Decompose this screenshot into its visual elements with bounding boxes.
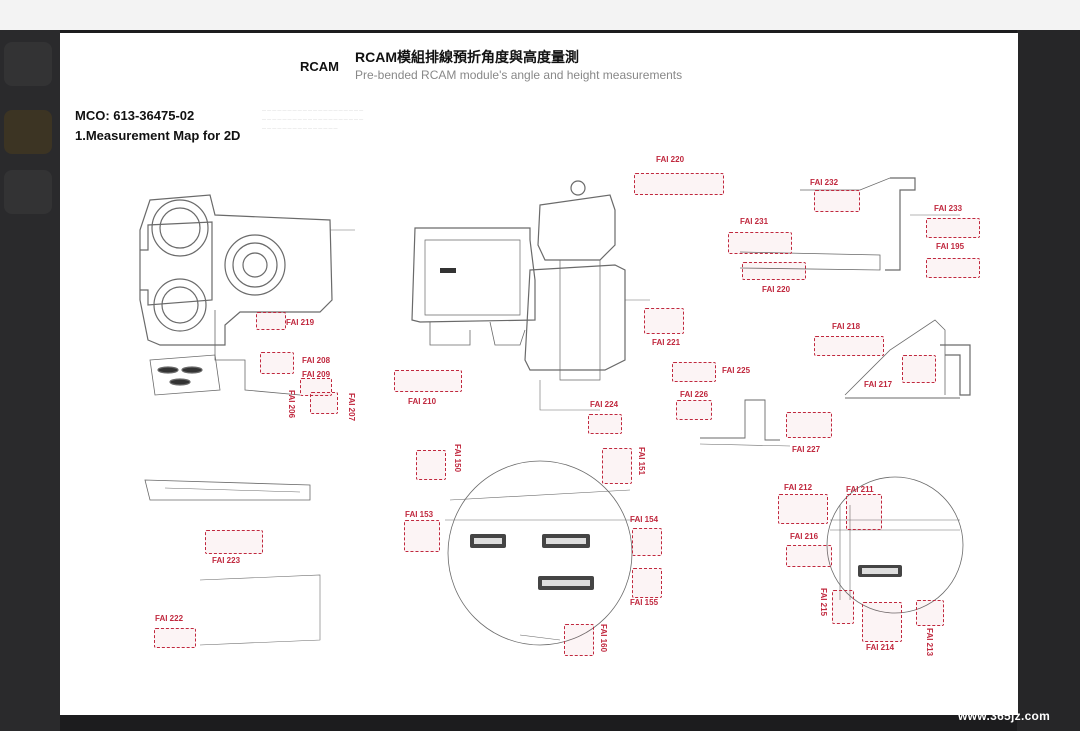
header-title-cn: RCAM模組排線預折角度與高度量測 xyxy=(355,49,579,65)
fai-label: FAI 208 xyxy=(302,356,331,365)
measurement-box xyxy=(588,414,622,434)
map-title: 1.Measurement Map for 2D xyxy=(75,128,241,143)
fai-label: FAI 225 xyxy=(722,366,751,375)
fai-label: FAI 207 xyxy=(347,393,356,422)
measurement-box xyxy=(728,232,792,254)
fai-label: FAI 220 xyxy=(762,285,791,294)
fai-label: FAI 214 xyxy=(866,643,895,652)
fai-label: FAI 220 xyxy=(656,155,685,164)
drawing-notes: — — — — — — — — — — — — — — — — — — — — … xyxy=(262,105,363,132)
measurement-box xyxy=(742,262,806,280)
measurement-box xyxy=(394,370,462,392)
note-line: — — — — — — — — — — — — — — — — — — — — xyxy=(262,107,364,112)
fai-label: FAI 222 xyxy=(155,614,184,623)
fai-label: FAI 226 xyxy=(680,390,709,399)
fai-label: FAI 209 xyxy=(302,370,331,379)
fai-label: FAI 231 xyxy=(740,217,769,226)
fai-label: FAI 160 xyxy=(599,624,608,653)
measurement-box xyxy=(300,378,332,396)
measurement-box xyxy=(672,362,716,382)
measurement-box xyxy=(862,602,902,642)
fai-label: FAI 153 xyxy=(405,510,434,519)
measurement-box xyxy=(902,355,936,383)
drawing-sheet xyxy=(60,33,1018,715)
ghost-app-icon xyxy=(4,170,52,214)
note-line: — — — — — — — — — — — — — — — xyxy=(262,125,338,130)
measurement-box xyxy=(602,448,632,484)
fai-label: FAI 233 xyxy=(934,204,963,213)
fai-label: FAI 227 xyxy=(792,445,821,454)
measurement-box xyxy=(644,308,684,334)
fai-label: FAI 154 xyxy=(630,515,659,524)
measurement-box xyxy=(205,530,263,554)
fai-label: FAI 150 xyxy=(453,444,462,473)
fai-label: FAI 221 xyxy=(652,338,681,347)
note-line: — — — — — — — — — — — — — — — — — — — — xyxy=(262,116,364,121)
fai-label: FAI 218 xyxy=(832,322,861,331)
measurement-box xyxy=(916,600,944,626)
fai-label: FAI 195 xyxy=(936,242,965,251)
fai-label: FAI 224 xyxy=(590,400,619,409)
ghost-app-icon xyxy=(4,110,52,154)
measurement-box xyxy=(846,494,882,530)
mco-number: MCO: 613-36475-02 xyxy=(75,108,195,123)
measurement-box xyxy=(814,190,860,212)
background-right-panel xyxy=(1017,30,1080,731)
measurement-box xyxy=(260,352,294,374)
ghost-app-icon xyxy=(4,42,52,86)
fai-label: FAI 215 xyxy=(819,588,828,617)
fai-label: FAI 217 xyxy=(864,380,893,389)
measurement-box xyxy=(786,412,832,438)
fai-label: FAI 210 xyxy=(408,397,437,406)
measurement-box xyxy=(786,545,832,567)
fai-label: FAI 216 xyxy=(790,532,819,541)
measurement-box xyxy=(632,568,662,598)
browser-top-bar xyxy=(0,0,1080,30)
header-code: RCAM xyxy=(300,59,339,74)
fai-label: FAI 211 xyxy=(846,485,874,494)
fai-label: FAI 223 xyxy=(212,556,241,565)
measurement-box xyxy=(814,336,884,356)
measurement-box xyxy=(404,520,440,552)
fai-label: FAI 151 xyxy=(637,447,646,476)
measurement-box xyxy=(832,590,854,624)
measurement-box xyxy=(676,400,712,420)
fai-label: FAI 206 xyxy=(287,390,296,419)
measurement-box xyxy=(778,494,828,524)
measurement-box xyxy=(154,628,196,648)
fai-label: FAI 155 xyxy=(630,598,659,607)
fai-label: FAI 232 xyxy=(810,178,839,187)
fai-label: FAI 219 xyxy=(286,318,315,327)
measurement-box xyxy=(564,624,594,656)
measurement-box xyxy=(416,450,446,480)
site-watermark: www.365jz.com xyxy=(958,709,1051,723)
measurement-box xyxy=(926,218,980,238)
measurement-box xyxy=(634,173,724,195)
fai-label: FAI 213 xyxy=(925,628,934,657)
measurement-box xyxy=(256,312,286,330)
fai-label: FAI 212 xyxy=(784,483,813,492)
header-title-en: Pre-bended RCAM module's angle and heigh… xyxy=(355,68,683,82)
measurement-box xyxy=(310,392,338,414)
measurement-box xyxy=(926,258,980,278)
measurement-box xyxy=(632,528,662,556)
